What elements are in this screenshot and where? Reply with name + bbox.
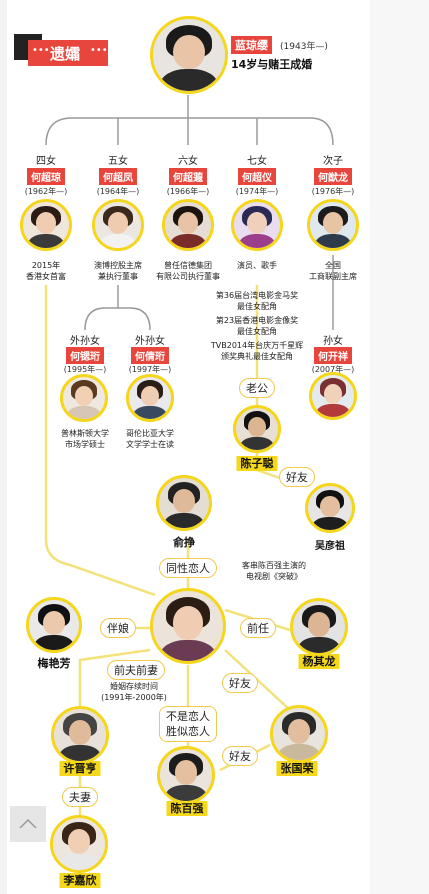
person-yu-zheng: 俞挣 [173,536,195,549]
avatar-he-chaoyi [231,199,283,251]
child-rel: 六女 [178,156,198,167]
person-li-jiaxin: 李嘉欣 [59,873,101,888]
award-line: 第36届台湾电影金马奖 [215,291,299,300]
grandchild-desc: 普林斯顿大学 [61,429,109,438]
relation-ex: 前任 [240,618,276,638]
child-years: (1976年—) [311,187,355,196]
grandchild-desc: 市场学硕士 [65,440,105,449]
child-years: (1962年—) [24,187,68,196]
child-rel: 五女 [108,156,128,167]
child-rel: 次子 [323,156,343,167]
grandchild-name-tag: 何开祥 [314,347,352,364]
grandchild-rel: 孙女 [323,336,343,347]
avatar-he-chaoqiong-main [150,588,226,664]
marriage-note: 婚姻存续时间 [110,682,158,691]
child-desc: 曾任信德集团 [164,261,212,270]
relation-ex-spouse: 前夫前妻 [107,660,165,680]
relation-friend: 好友 [222,673,258,693]
child-desc: 2015年 [31,261,61,270]
close-friends-line: 胜似恋人 [166,725,210,738]
child-name-tag: 何超蕸 [169,168,207,185]
title-banner: ••• 遗孀 ••• [28,40,108,66]
relation-bridesmaid: 伴娘 [100,618,136,638]
chevron-up-icon [19,818,37,829]
person-xu-jinheng: 许晋亨 [59,761,101,776]
central-years: (1943年—) [280,42,328,52]
person-mei-yanfang: 梅艳芳 [37,657,71,670]
page-margin [370,0,429,894]
grandchild-name-tag: 何锶珩 [66,347,104,364]
avatar-he-youlong [307,199,359,251]
child-desc: 全国 [325,261,341,270]
child-desc: 兼执行董事 [98,272,138,281]
drama-note: 客串陈百强主演的 [242,561,306,570]
relation-friend: 好友 [222,746,258,766]
close-friends-line: 不是恋人 [166,710,210,723]
avatar-chen-zicong [233,405,281,453]
child-name-tag: 何猷龙 [314,168,352,185]
drama-note: 电视剧《突破》 [246,572,302,581]
child-years: (1974年—) [235,187,279,196]
avatar-mei-yanfang [26,597,82,653]
marriage-note: (1991年-2000年) [101,693,167,702]
family-tree-lines [45,95,334,331]
child-name-tag: 何超琼 [27,168,65,185]
child-name-tag: 何超凤 [99,168,137,185]
child-desc: 工商联副主席 [309,272,357,281]
person-chen-zicong: 陈子聪 [236,456,278,471]
avatar-chen-baiqiang [157,746,215,804]
child-rel: 七女 [247,156,267,167]
relation-husband: 老公 [239,378,275,398]
award-line: 第23届香港电影金像奖 [215,316,299,325]
avatar-he-qianhang [126,374,174,422]
child-desc: 演员、歌手 [237,261,277,270]
avatar-zhang-guorong [270,705,328,763]
avatar-he-chaofeng [92,199,144,251]
award-line: TVB2014年台庆万千星辉 [210,341,304,350]
grandchild-desc: 文学学士在读 [126,440,174,449]
child-desc: 有限公司执行董事 [156,272,220,281]
grandchild-rel: 外孙女 [135,336,165,347]
relation-close-friends: 不是恋人 胜似恋人 [159,706,217,742]
person-yang-qilong: 杨其龙 [298,654,340,669]
award-line: 颁奖典礼最佳女配角 [221,352,293,361]
child-rel: 四女 [36,156,56,167]
child-name-tag: 何超仪 [238,168,276,185]
person-chen-baiqiang: 陈百强 [166,801,208,816]
avatar-he-kaixiang [309,372,357,420]
child-years: (1964年—) [96,187,140,196]
back-to-top-button[interactable] [10,806,46,842]
grandchild-name-tag: 何倩珩 [131,347,169,364]
avatar-he-chaoqiong [20,199,72,251]
relation-spouse: 夫妻 [62,787,98,807]
avatar-xu-jinheng [51,706,109,764]
avatar-he-chaoxia [162,199,214,251]
award-line: 最佳女配角 [237,327,277,336]
avatar-yang-qilong [290,598,348,656]
page-title: 遗孀 [50,45,81,63]
grandchild-years: (1997年—) [128,365,172,374]
person-wu-yanzu: 吴彦祖 [315,541,345,552]
central-note: 14岁与赌王成婚 [231,58,313,71]
grandchild-years: (1995年—) [63,365,107,374]
avatar-wu-yanzu [305,483,355,533]
child-years: (1966年—) [166,187,210,196]
grandchild-years: (2007年—) [311,365,355,374]
relation-same-sex-partner: 同性恋人 [159,558,217,578]
grandchild-desc: 哥伦比亚大学 [126,429,174,438]
child-desc: 澳博控股主席 [94,261,142,270]
person-zhang-guorong: 张国荣 [276,761,318,776]
avatar-lan-qiongying [150,16,228,94]
avatar-li-jiaxin [50,815,108,873]
child-desc: 香港女首富 [26,272,66,281]
award-line: 最佳女配角 [237,302,277,311]
relation-friend: 好友 [279,467,315,487]
avatar-yu-zheng [156,475,212,531]
grandchild-rel: 外孙女 [70,336,100,347]
avatar-he-sihang [60,374,108,422]
central-name: 蓝琼缨 [231,36,272,54]
